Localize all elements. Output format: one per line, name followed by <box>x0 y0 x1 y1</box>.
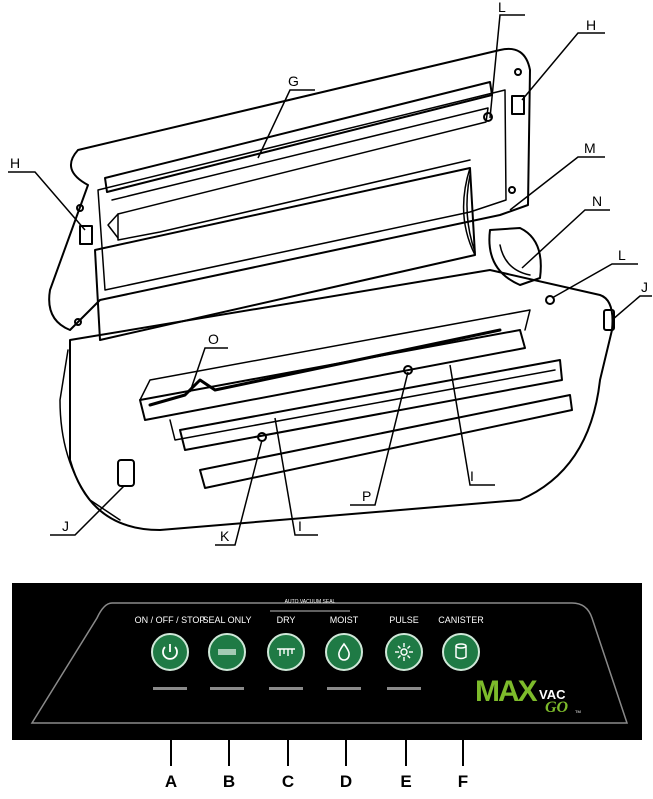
indicator-b <box>210 687 244 690</box>
maxvac-go-logo: MAX VAC GO TM <box>475 675 585 720</box>
indicator-d <box>327 687 361 690</box>
lid-inner-frame <box>97 89 507 291</box>
pointer-d <box>345 740 347 766</box>
callout-n: N <box>592 193 602 209</box>
callout-m: M <box>584 140 596 156</box>
callout-l-right: L <box>618 247 626 263</box>
callout-p: P <box>362 488 371 504</box>
letter-c: C <box>281 772 295 791</box>
letter-b: B <box>222 772 236 791</box>
label-on-off-stop: ON / OFF / STOP <box>134 615 206 625</box>
indicator-a <box>153 687 187 690</box>
brand-vac: VAC <box>539 687 566 702</box>
callout-k: K <box>220 528 230 544</box>
label-pulse: PULSE <box>389 615 419 625</box>
indicator-c <box>269 687 303 690</box>
power-icon <box>162 644 178 660</box>
callout-j-left: J <box>62 518 69 534</box>
pointer-c <box>287 740 289 766</box>
callout-i-left: I <box>298 518 302 534</box>
front-strip <box>199 394 573 489</box>
left-latch <box>117 459 135 487</box>
dry-button[interactable] <box>267 633 305 671</box>
label-canister: CANISTER <box>438 615 484 625</box>
callout-j-right: J <box>641 279 648 295</box>
label-seal-only: SEAL ONLY <box>202 615 252 625</box>
cutter <box>488 227 542 286</box>
right-hinge <box>511 95 525 115</box>
indicator-e <box>387 687 421 690</box>
brand-max: MAX <box>475 675 538 708</box>
canister-icon <box>455 643 467 660</box>
seal-bar-icon <box>218 649 236 655</box>
roll-compartment <box>94 167 476 341</box>
power-button[interactable] <box>151 633 189 671</box>
control-panel: AUTO VACUUM SEAL ON / OFF / STOP SEAL ON… <box>12 583 642 740</box>
callout-h-right: H <box>586 17 596 33</box>
callout-o: O <box>208 331 219 347</box>
right-latch <box>603 309 615 331</box>
dry-icon <box>277 648 295 656</box>
letter-f: F <box>457 772 469 791</box>
base-body <box>69 269 614 531</box>
moist-button[interactable] <box>325 633 363 671</box>
pointer-b <box>228 740 230 766</box>
vacuum-sealer-diagram: G L H H M N L J O J K I P I <box>8 0 652 546</box>
label-moist: MOIST <box>329 615 359 625</box>
panel-outline <box>30 602 629 724</box>
brand-go: GO <box>545 699 569 716</box>
callout-i-right: I <box>470 468 474 484</box>
drop-icon <box>338 642 350 661</box>
letter-a: A <box>164 772 178 791</box>
label-dry: DRY <box>276 615 296 625</box>
pointer-e <box>405 740 407 766</box>
pointer-a <box>170 740 172 766</box>
seal-bar <box>139 329 526 421</box>
letter-e: E <box>400 772 412 791</box>
letter-d: D <box>339 772 353 791</box>
seal-only-button[interactable] <box>208 633 246 671</box>
pulse-icon <box>395 643 413 661</box>
vacuum-channel <box>179 359 563 451</box>
callout-l-top: L <box>498 0 506 15</box>
callout-h-left: H <box>10 155 20 171</box>
brand-tm: TM <box>575 709 581 714</box>
pulse-button[interactable] <box>385 633 423 671</box>
canister-button[interactable] <box>442 633 480 671</box>
pointer-f <box>462 740 464 766</box>
lid-frame <box>48 48 531 331</box>
auto-vacuum-seal-label: AUTO VACUUM SEAL <box>284 599 336 605</box>
callout-g: G <box>288 73 299 89</box>
left-hinge <box>79 225 93 245</box>
